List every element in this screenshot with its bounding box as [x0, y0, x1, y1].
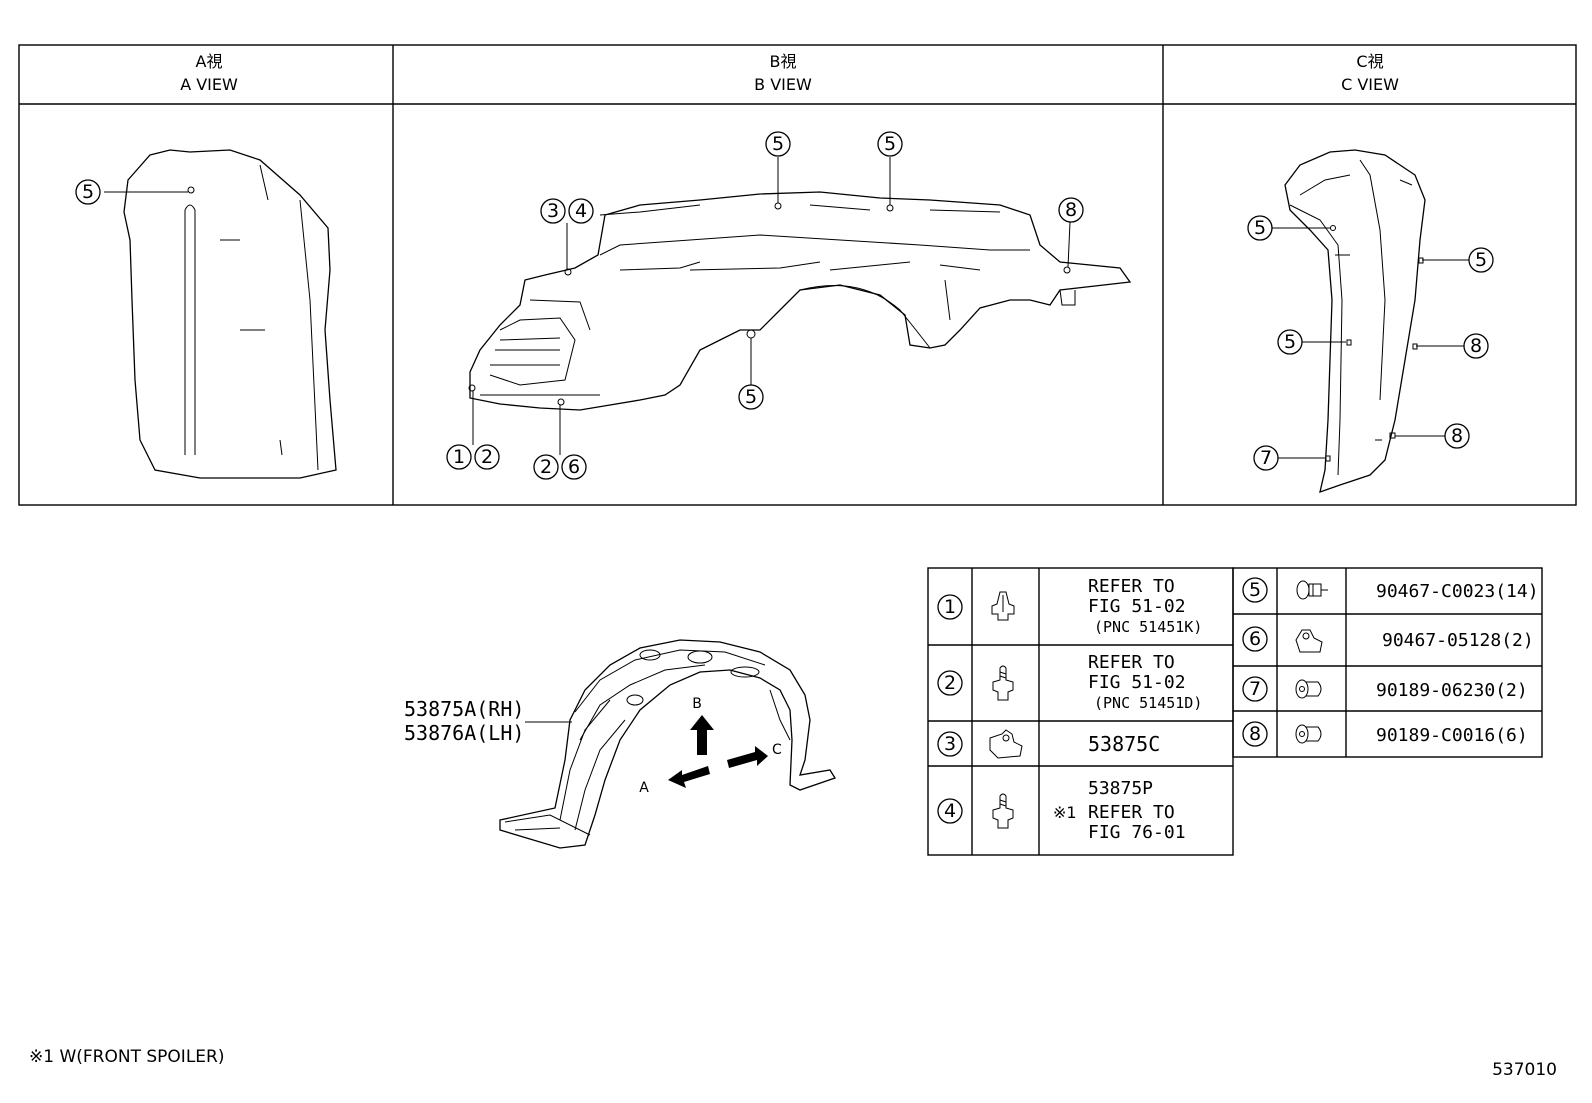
table-row-number: 3	[944, 733, 956, 755]
screw-icon	[992, 665, 1014, 701]
callout-number: 5	[1254, 217, 1266, 239]
refer-line: FIG 76-01	[1088, 822, 1186, 843]
callout-number: 5	[82, 181, 94, 203]
part-number: 90189-06230(2)	[1376, 680, 1528, 701]
part-number-rh: 53875A(RH)	[404, 697, 524, 721]
refer-line: REFER TO	[1088, 576, 1175, 597]
part-number: 90467-C0023(14)	[1376, 581, 1539, 602]
grommet-icon	[1295, 679, 1322, 699]
view-b-kanji: B視	[770, 52, 797, 71]
callout-number: 5	[1475, 249, 1487, 271]
table-row-number: 6	[1249, 628, 1261, 650]
part-number: 90189-C0016(6)	[1376, 725, 1528, 746]
view-a-kanji: A視	[196, 52, 223, 71]
refer-line: (PNC 51451D)	[1094, 694, 1202, 712]
callout-number: 5	[745, 386, 757, 408]
a-view-callouts: 5	[75, 179, 101, 205]
views-frame: A視 A VIEW B視 B VIEW C視 C VIEW	[18, 44, 1577, 506]
refer-line: FIG 51-02	[1088, 672, 1186, 693]
callout-number: 6	[568, 456, 580, 478]
view-c-label: C VIEW	[1341, 75, 1399, 94]
grommet-icon	[1295, 724, 1322, 744]
callout-number: 8	[1470, 335, 1482, 357]
table-row-number: 8	[1249, 723, 1261, 745]
fender-liner-drawing: B A C	[499, 639, 836, 849]
parts-table-right: 5 6 7 8 90467-C0023(14) 90467-05128(2) 9…	[1232, 567, 1543, 758]
callout-number: 2	[540, 456, 552, 478]
callout-number: 8	[1065, 199, 1077, 221]
view-c-kanji: C視	[1356, 52, 1383, 71]
refer-line: FIG 51-02	[1088, 596, 1186, 617]
callout-number: 3	[547, 200, 559, 222]
table-row-number: 1	[944, 596, 956, 618]
table-row-number: 2	[944, 672, 956, 694]
arrow-c-label: C	[772, 742, 782, 758]
clip-icon	[991, 591, 1015, 621]
push-clip-icon	[1296, 580, 1328, 600]
figure-number: 537010	[1492, 1060, 1557, 1080]
table-row-number: 5	[1249, 579, 1261, 601]
a-view-drawing	[104, 149, 337, 479]
arrow-b-label: B	[692, 696, 702, 712]
arrow-a-label: A	[639, 780, 649, 796]
c-view-callouts: 5 5 5 8 7 8	[1247, 215, 1494, 471]
table-row-number: 7	[1249, 678, 1261, 700]
callout-number: 5	[884, 133, 896, 155]
refer-line: REFER TO	[1088, 652, 1175, 673]
part-number: 90467-05128(2)	[1382, 630, 1534, 651]
callout-number: 2	[481, 446, 493, 468]
refer-line: REFER TO	[1088, 802, 1175, 823]
callout-number: 1	[453, 446, 465, 468]
callout-number: 5	[772, 133, 784, 155]
callout-number: 7	[1260, 447, 1272, 469]
b-view-callouts: 5 5 3 4 8 5 1 2 2 6	[446, 131, 1084, 480]
b-view-drawing	[468, 157, 1132, 455]
c-view-drawing	[1272, 149, 1469, 494]
refer-line: (PNC 51451K)	[1094, 618, 1202, 636]
footnote: ※1 W(FRONT SPOILER)	[29, 1047, 224, 1067]
view-a-label: A VIEW	[180, 75, 238, 94]
callout-number: 8	[1451, 425, 1463, 447]
table-row-number: 4	[944, 800, 956, 822]
callout-number: 4	[575, 200, 587, 222]
nut-clip-icon	[1295, 629, 1323, 653]
part-number: 53875C	[1088, 732, 1160, 756]
nut-clip-icon	[989, 729, 1023, 759]
part-number-lh: 53876A(LH)	[404, 721, 524, 745]
parts-table-left: 1 2 3 4 REFER TO FIG 51-02 (PNC 51451K) …	[927, 567, 1234, 856]
view-b-label: B VIEW	[754, 75, 812, 94]
callout-number: 5	[1284, 331, 1296, 353]
screw-icon	[992, 793, 1014, 829]
part-number: 53875P	[1088, 778, 1153, 799]
note-mark: ※1	[1053, 803, 1077, 822]
